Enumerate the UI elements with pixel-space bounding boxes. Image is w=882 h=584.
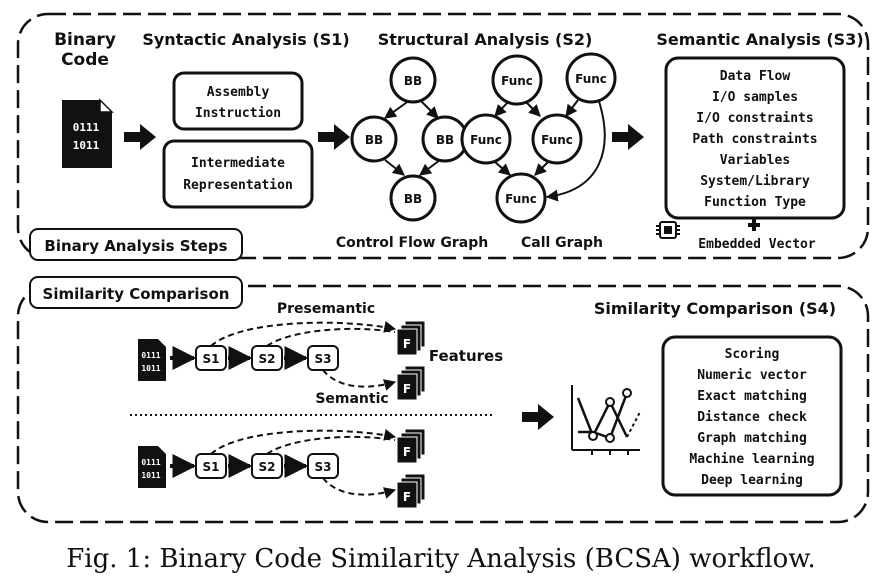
binary-file-icon-small: 0111 1011	[138, 339, 166, 381]
presemantic-label: Presemantic	[277, 301, 375, 317]
pipeline-lower: 0111 1011 S1 S2 S3	[138, 429, 397, 499]
svg-text:F: F	[403, 337, 411, 351]
ir-line1: Intermediate	[191, 156, 285, 171]
s4-item: Exact matching	[697, 389, 807, 404]
svg-text:1011: 1011	[141, 471, 160, 480]
svg-text:S3: S3	[315, 352, 332, 366]
intermediate-representation-box	[162, 139, 314, 209]
binary-analysis-steps-tag	[29, 228, 243, 261]
arrow-s1-to-s2	[318, 124, 350, 150]
feature-stack-semantic: F	[396, 365, 426, 401]
binary-file-icon: 0111 1011	[62, 98, 114, 168]
svg-text:Func: Func	[575, 72, 607, 86]
similarity-comparison-label: Similarity Comparison	[43, 285, 230, 303]
svg-text:0111: 0111	[141, 458, 160, 467]
arrow-s2-to-s3	[612, 124, 644, 150]
func-node-left	[460, 113, 512, 165]
binary-analysis-steps-label: Binary Analysis Steps	[44, 237, 227, 255]
chip-icon	[656, 221, 680, 239]
svg-text:Func: Func	[541, 133, 573, 147]
control-flow-graph: BB BB BB BB	[350, 56, 469, 222]
cfg-label: Control Flow Graph	[336, 235, 488, 251]
similarity-comparison-box	[661, 335, 843, 497]
s2-title: Structural Analysis (S2)	[378, 30, 593, 49]
assembly-instruction-box	[172, 71, 304, 131]
embedded-vector-label: Embedded Vector	[698, 237, 816, 252]
semantic-label: Semantic	[315, 391, 388, 407]
svg-text:BB: BB	[404, 74, 422, 88]
svg-text:Func: Func	[470, 133, 502, 147]
assembly-line2: Instruction	[195, 106, 281, 121]
pipeline-upper: 0111 1011 S1 S2 S3	[138, 321, 397, 391]
line-chart-icon	[571, 385, 641, 455]
bb-node-bottom	[389, 174, 437, 222]
svg-text:F: F	[403, 445, 411, 459]
svg-text:S2: S2	[259, 460, 276, 474]
ir-line2: Representation	[183, 178, 293, 193]
svg-text:S3: S3	[315, 460, 332, 474]
svg-text:1011: 1011	[141, 364, 160, 373]
svg-text:1011: 1011	[73, 139, 100, 152]
s4-item: Numeric vector	[697, 368, 807, 383]
svg-text:BB: BB	[404, 192, 422, 206]
svg-text:BB: BB	[365, 133, 383, 147]
func-node-mid	[531, 113, 583, 165]
svg-text:Func: Func	[505, 192, 537, 206]
s4-title: Similarity Comparison (S4)	[594, 299, 836, 318]
s4-items: Scoring Numeric vector Exact matching Di…	[689, 347, 814, 488]
s4-item: Scoring	[725, 347, 780, 362]
svg-text:F: F	[403, 382, 411, 396]
s3-item: I/O constraints	[696, 111, 813, 126]
binary-file-icon-small: 0111 1011	[138, 446, 166, 488]
s3-item: Data Flow	[720, 69, 791, 84]
svg-text:S2: S2	[259, 352, 276, 366]
svg-text:0111: 0111	[73, 121, 100, 134]
feature-stack-presemantic: F	[396, 320, 426, 356]
arrow-binary-to-s1	[124, 124, 156, 150]
func-node-right-top	[565, 52, 617, 104]
binary-analysis-region	[16, 12, 870, 260]
features-label: Features	[429, 347, 503, 365]
bb-node-top	[389, 56, 437, 104]
s4-item: Deep learning	[701, 473, 803, 488]
similarity-comparison-region	[16, 284, 870, 524]
figure-caption: Fig. 1: Binary Code Similarity Analysis …	[66, 544, 815, 574]
s3-item: System/Library	[700, 174, 810, 189]
feature-stack-semantic: F	[396, 473, 426, 509]
svg-text:BB: BB	[436, 133, 454, 147]
s4-item: Machine learning	[689, 452, 814, 467]
assembly-line1: Assembly	[207, 85, 270, 100]
feature-stack-presemantic: F	[396, 428, 426, 464]
s3-item: Variables	[720, 153, 790, 168]
svg-text:F: F	[403, 490, 411, 504]
s3-item: Path constraints	[692, 132, 817, 147]
plus-icon	[748, 219, 760, 231]
func-node-bottom	[495, 172, 547, 224]
func-node-top	[491, 54, 543, 106]
call-graph-label: Call Graph	[521, 235, 603, 251]
s4-item: Distance check	[697, 410, 807, 425]
s3-item: I/O samples	[712, 90, 798, 105]
svg-text:Func: Func	[501, 74, 533, 88]
binary-code-label-line1: Binary	[54, 30, 116, 50]
s1-title: Syntactic Analysis (S1)	[142, 30, 349, 49]
s3-item: Function Type	[704, 195, 806, 210]
call-graph: Func Func Func Func Func	[460, 52, 617, 224]
similarity-comparison-tag	[29, 276, 243, 309]
binary-code-label-line2: Code	[61, 50, 109, 70]
svg-text:S1: S1	[203, 352, 220, 366]
s4-item: Graph matching	[697, 431, 807, 446]
s3-items: Data Flow I/O samples I/O constraints Pa…	[692, 69, 817, 210]
svg-text:S1: S1	[203, 460, 220, 474]
bb-node-left	[350, 115, 398, 163]
semantic-analysis-box	[664, 56, 846, 220]
arrow-to-s4	[522, 404, 554, 430]
s3-title: Semantic Analysis (S3)	[656, 30, 863, 49]
svg-text:0111: 0111	[141, 351, 160, 360]
